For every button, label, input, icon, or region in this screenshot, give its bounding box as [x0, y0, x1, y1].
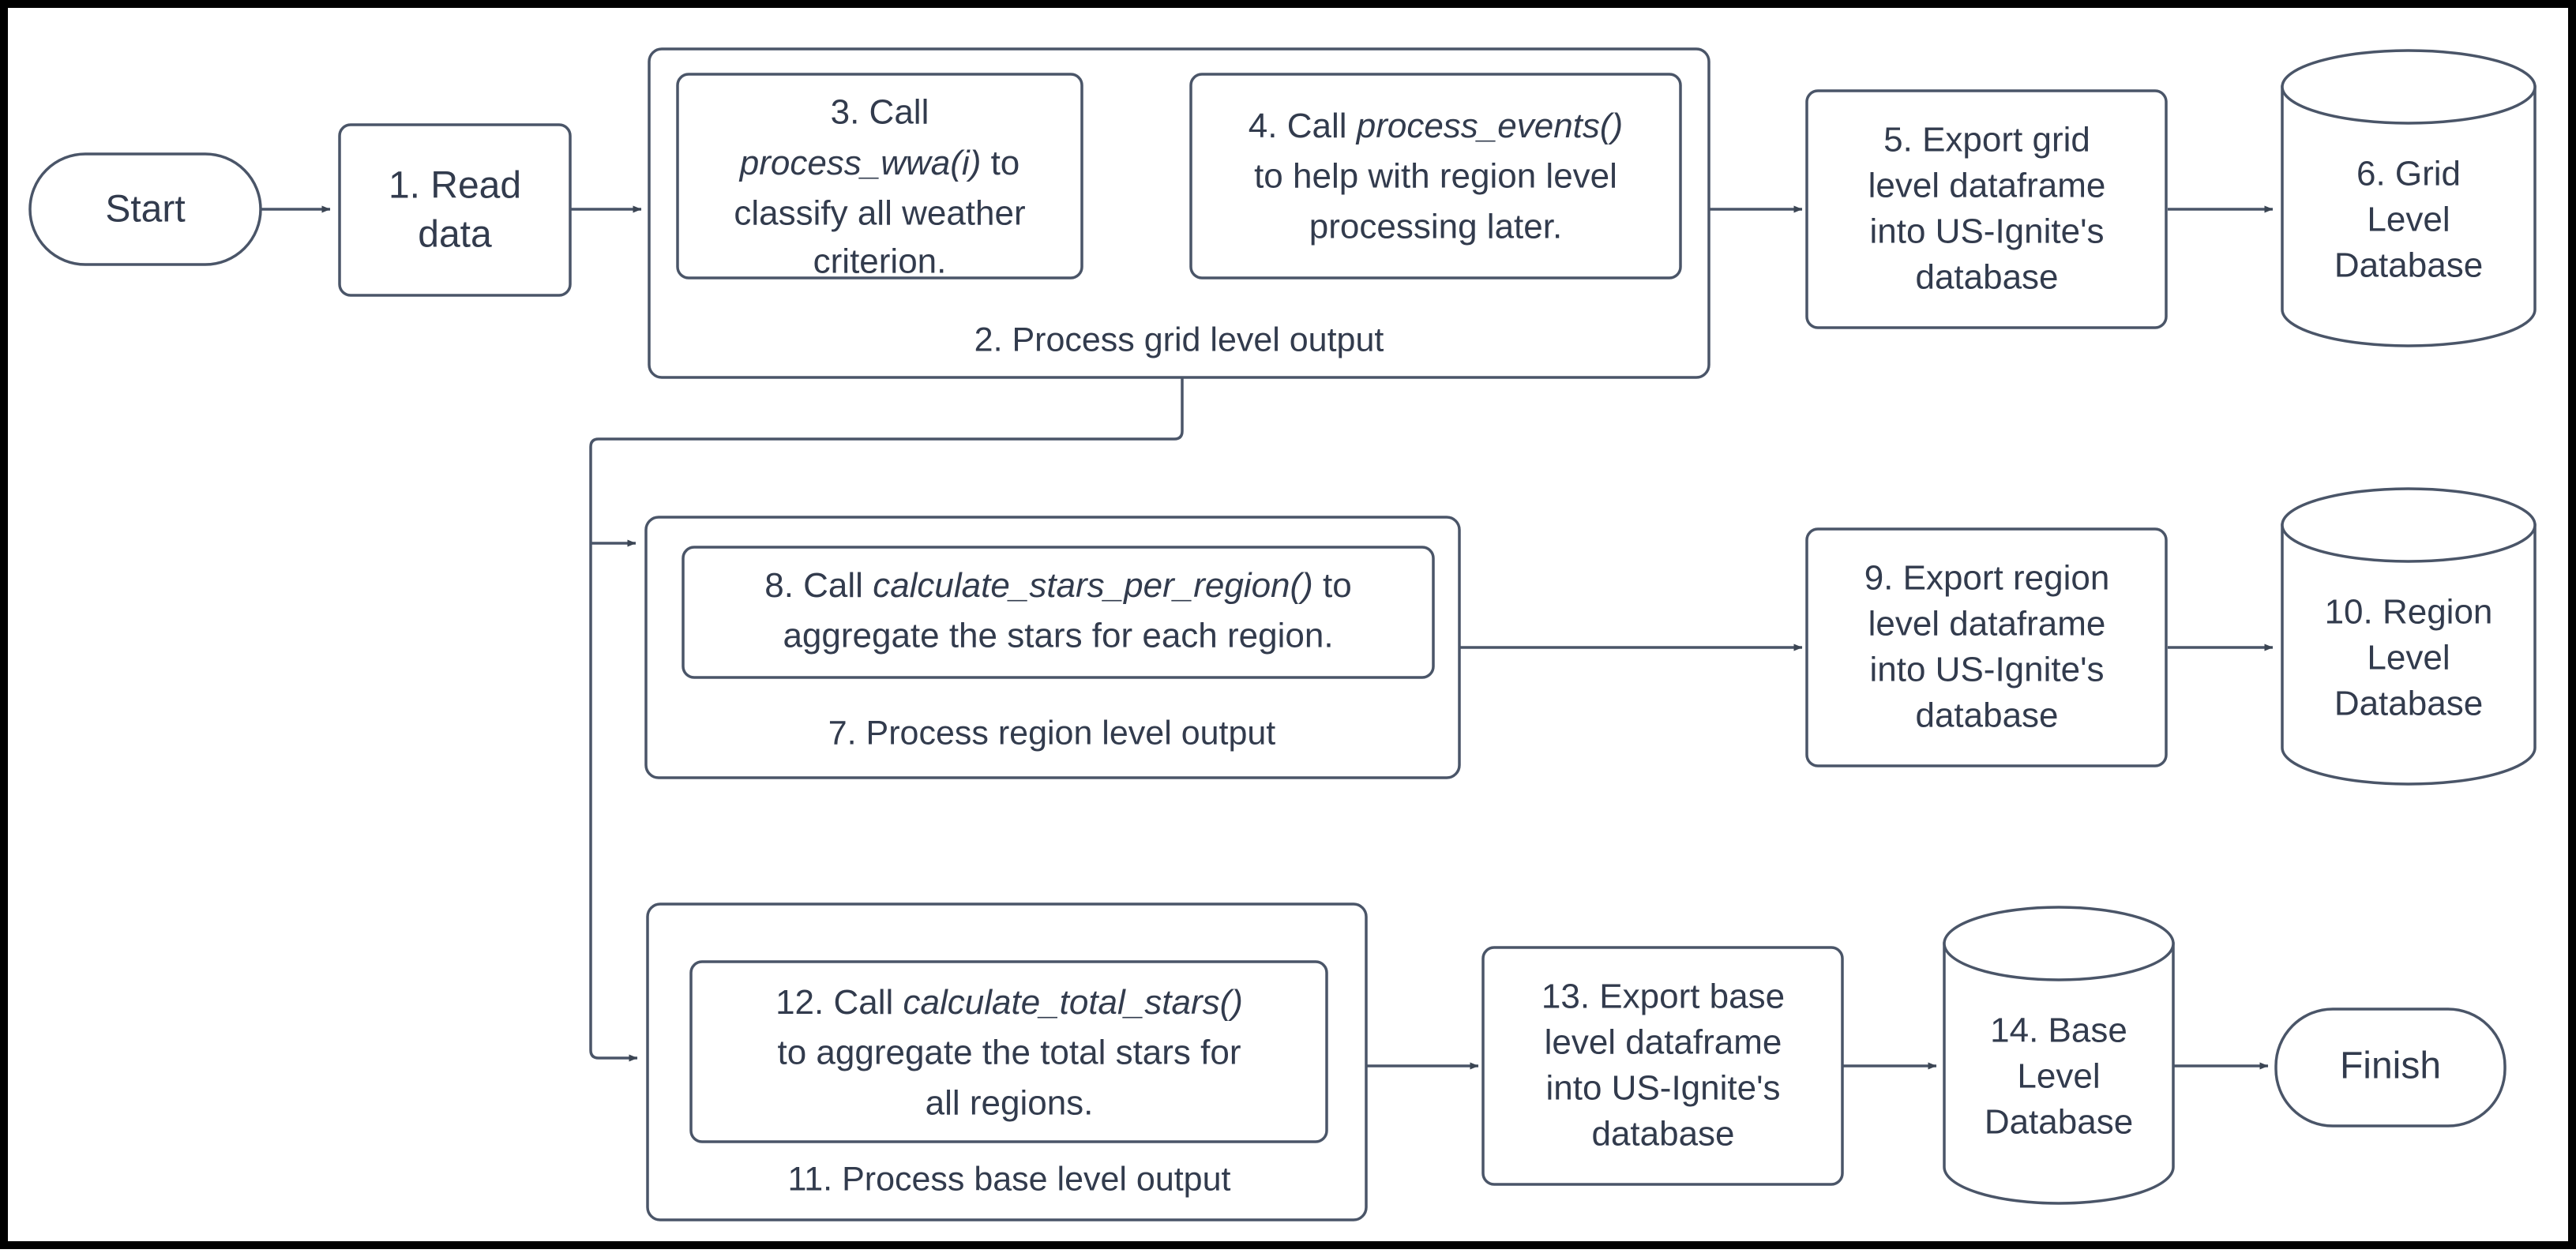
flowchart-canvas: 2. Process grid level output 7. Process …	[28, 47, 2537, 1221]
node-start[interactable]: Start	[28, 152, 262, 266]
step-8-box[interactable]	[682, 546, 1435, 679]
node-step-13-export-base-level[interactable]: 13. Export base level dataframe into US-…	[1481, 946, 1844, 1186]
step-5-line3: into US-Ignite's	[1870, 212, 2105, 251]
step-8-line1: 8. Call calculate_stars_per_region() to	[764, 566, 1352, 605]
step-3-fn-name: process_wwa(i)	[738, 144, 982, 182]
step-6-line1: 6. Grid	[2356, 155, 2461, 193]
step-4-box[interactable]	[1189, 73, 1682, 280]
step-4-fn-name: process_events()	[1355, 107, 1623, 145]
step-12-line3: all regions.	[926, 1084, 1094, 1123]
node-step-9-export-region-level[interactable]: 9. Export region level dataframe into US…	[1805, 527, 2168, 767]
step-13-line1: 13. Export base	[1541, 977, 1785, 1016]
step-12-fn-name: calculate_total_stars()	[903, 983, 1243, 1022]
step-8-line2: aggregate the stars for each region.	[783, 617, 1333, 655]
node-step-8-calculate-stars-per-region[interactable]: 8. Call calculate_stars_per_region() to …	[682, 546, 1435, 679]
step-5-line1: 5. Export grid	[1883, 121, 2090, 159]
step-13-line2: level dataframe	[1545, 1023, 1782, 1062]
group-2-label: 2. Process grid level output	[974, 321, 1384, 358]
step-12-box[interactable]	[689, 960, 1328, 1143]
node-step-10-region-level-database[interactable]: 10. Region Level Database	[2281, 487, 2537, 786]
node-step-12-calculate-total-stars[interactable]: 12. Call calculate_total_stars() to aggr…	[689, 960, 1328, 1143]
step-9-line2: level dataframe	[1868, 605, 2106, 644]
step-9-line4: database	[1915, 696, 2058, 735]
step-3-line2: process_wwa(i) to	[738, 144, 1020, 182]
step-9-line1: 9. Export region	[1864, 559, 2110, 598]
group-7-label: 7. Process region level output	[828, 714, 1276, 752]
node-step-5-export-grid-level[interactable]: 5. Export grid level dataframe into US-I…	[1805, 89, 2168, 329]
step-10-line1: 10. Region	[2325, 593, 2493, 632]
connector-layer	[261, 179, 2274, 1070]
step-4-line1: 4. Call process_events()	[1249, 107, 1623, 145]
step-10-cylinder-body[interactable]	[2281, 523, 2537, 786]
step-4-line3: processing later.	[1309, 208, 1562, 246]
step-14-cylinder-top	[1943, 906, 2175, 981]
edge-spine-to-group11	[589, 1049, 638, 1062]
step-3-box[interactable]	[676, 73, 1083, 280]
edge-group2-spine	[589, 377, 1184, 1050]
step-5-box[interactable]	[1805, 89, 2168, 329]
step-13-line4: database	[1591, 1115, 1734, 1154]
step-9-line3: into US-Ignite's	[1870, 651, 2105, 689]
node-step-14-base-level-database[interactable]: 14. Base Level Database	[1943, 906, 2175, 1205]
step-12-line1: 12. Call calculate_total_stars()	[775, 983, 1243, 1022]
step-4-line1-head: 4. Call	[1249, 107, 1357, 145]
step-3-line3: classify all weather	[734, 194, 1025, 233]
step-8-fn-name: calculate_stars_per_region()	[873, 566, 1313, 605]
step-12-line2: to aggregate the total stars for	[777, 1034, 1241, 1072]
step-1-box[interactable]	[338, 123, 572, 297]
step-8-line1-head: 8. Call	[764, 566, 873, 605]
step-6-line3: Database	[2334, 246, 2483, 285]
node-finish[interactable]: Finish	[2274, 1007, 2507, 1128]
step-13-box[interactable]	[1481, 946, 1844, 1186]
step-14-line3: Database	[1985, 1103, 2133, 1142]
step-14-line2: Level	[2017, 1057, 2100, 1096]
step-14-cylinder-body[interactable]	[1943, 942, 2175, 1205]
start-shape[interactable]	[28, 152, 262, 266]
step-3-line4: criterion.	[813, 242, 947, 281]
node-step-3-call-process-wwa[interactable]: 3. Call process_wwa(i) to classify all w…	[676, 73, 1083, 281]
node-step-1-read-data[interactable]: 1. Read data	[338, 123, 572, 297]
step-5-line4: database	[1915, 258, 2058, 297]
group-11-label: 11. Process base level output	[788, 1160, 1231, 1198]
start-label: Start	[105, 189, 185, 231]
step-1-line1: 1. Read	[389, 165, 521, 207]
step-14-line1: 14. Base	[1990, 1011, 2127, 1050]
step-4-line2: to help with region level	[1254, 157, 1617, 196]
step-8-line1-tail: to	[1313, 566, 1352, 605]
step-10-cylinder-top	[2281, 487, 2537, 563]
step-10-line2: Level	[2367, 639, 2450, 677]
step-3-line2-tail: to	[981, 144, 1020, 182]
finish-label: Finish	[2340, 1045, 2441, 1087]
finish-shape[interactable]	[2274, 1007, 2507, 1128]
step-6-line2: Level	[2367, 201, 2450, 239]
step-5-line2: level dataframe	[1868, 167, 2106, 205]
node-step-4-call-process-events[interactable]: 4. Call process_events() to help with re…	[1189, 73, 1682, 280]
step-13-line3: into US-Ignite's	[1546, 1069, 1781, 1108]
step-12-line1-head: 12. Call	[775, 983, 903, 1022]
step-10-line3: Database	[2334, 685, 2483, 723]
step-6-cylinder-top	[2281, 49, 2537, 125]
step-3-line1: 3. Call	[831, 93, 929, 132]
node-step-6-grid-level-database[interactable]: 6. Grid Level Database	[2281, 49, 2537, 347]
step-6-cylinder-body[interactable]	[2281, 85, 2537, 347]
step-1-line2: data	[418, 214, 492, 256]
step-9-box[interactable]	[1805, 527, 2168, 767]
